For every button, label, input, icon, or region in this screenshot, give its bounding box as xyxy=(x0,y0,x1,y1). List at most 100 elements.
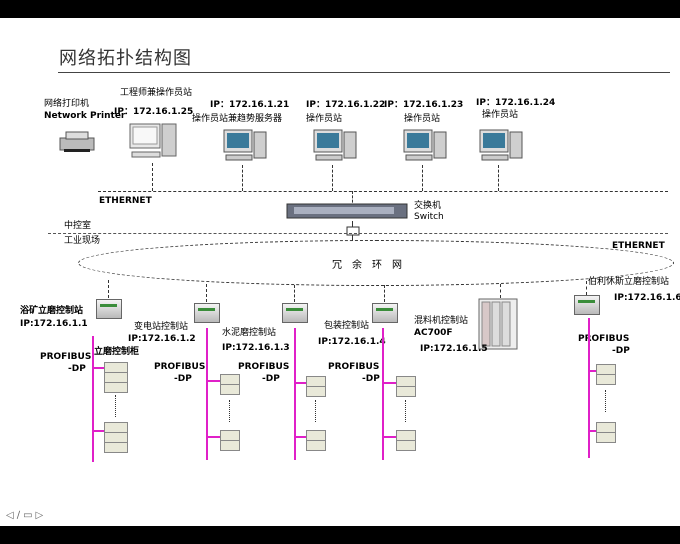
station-4-ip: IP：172.16.1.23 xyxy=(384,100,464,110)
io-module-icon xyxy=(220,440,240,451)
io-module-icon xyxy=(596,374,616,385)
controller-3-ip: IP:172.16.1.3 xyxy=(222,343,290,353)
controller-5-ip: IP:172.16.1.5 xyxy=(420,344,488,354)
profibus-trunk xyxy=(294,328,296,460)
controller-1-ip: IP:172.16.1.1 xyxy=(20,319,88,329)
zone-field: 工业现场 xyxy=(64,236,101,246)
printer-label-en: Network Printer xyxy=(44,111,126,121)
controller-4-name: 包装控制站 xyxy=(324,321,370,331)
controller-icon xyxy=(574,295,600,315)
pc-icon xyxy=(223,129,267,161)
station-5-ip: IP：172.16.1.24 xyxy=(476,98,556,108)
link-line xyxy=(332,165,333,191)
controller-1-name: 浴矿立磨控制站 xyxy=(20,306,84,316)
controller-2-ip: IP:172.16.1.2 xyxy=(128,334,196,344)
profibus-trunk xyxy=(206,328,208,460)
profibus-branch xyxy=(92,430,104,432)
profibus-4-line1: PROFIBUS xyxy=(328,362,380,372)
station-3-name: 操作员站 xyxy=(306,114,343,124)
io-module-icon xyxy=(596,432,616,443)
profibus-trunk xyxy=(588,318,590,458)
profibus-1-line1: PROFIBUS xyxy=(40,352,92,362)
profibus-branch xyxy=(382,382,396,384)
station-1-name: 工程师兼操作员站 xyxy=(120,88,193,98)
pen-icon[interactable]: ∕ xyxy=(16,510,24,521)
station-2-ip: IP：172.16.1.21 xyxy=(210,100,290,110)
station-1-ip: IP：172.16.1.25 xyxy=(114,107,194,117)
switch-icon xyxy=(286,203,408,219)
link-line xyxy=(498,165,499,191)
controller-icon xyxy=(282,303,308,323)
profibus-2-line2: -DP xyxy=(174,374,192,384)
menu-icon[interactable]: ▭ xyxy=(23,510,36,521)
switch-label-en: Switch xyxy=(414,212,444,222)
ellipsis-dots xyxy=(605,390,606,412)
io-module-icon xyxy=(104,382,128,393)
controller-1-sub: 立磨控制柜 xyxy=(94,347,140,357)
link-line xyxy=(242,165,243,191)
ellipsis-dots xyxy=(229,400,230,422)
ellipsis-dots xyxy=(115,395,116,417)
controller-5-name: 混料机控制站 xyxy=(414,316,469,326)
io-module-icon xyxy=(220,384,240,395)
profibus-3-line2: -DP xyxy=(262,374,280,384)
profibus-trunk xyxy=(92,336,94,462)
profibus-branch xyxy=(588,430,596,432)
controller-icon xyxy=(96,299,122,319)
profibus-5-line1: PROFIBUS xyxy=(578,334,630,344)
profibus-1-line2: -DP xyxy=(68,364,86,374)
slide-nav-toolbar[interactable]: ◁∕▭▷ xyxy=(6,510,46,521)
link-line xyxy=(384,285,385,302)
switch-uplink-icon xyxy=(346,226,360,236)
ethernet-ring-label: ETHERNET xyxy=(612,241,665,251)
switch-label-cn: 交换机 xyxy=(414,201,442,211)
io-module-icon xyxy=(306,440,326,451)
link-line xyxy=(352,191,353,207)
pc-icon xyxy=(129,123,177,158)
profibus-5-line2: -DP xyxy=(612,346,630,356)
link-line xyxy=(500,284,501,298)
station-4-name: 操作员站 xyxy=(404,114,441,124)
io-module-icon xyxy=(104,442,128,453)
profibus-branch xyxy=(206,436,220,438)
link-line xyxy=(152,163,153,191)
controller-icon xyxy=(194,303,220,323)
profibus-branch xyxy=(588,370,596,372)
page-title: 网络拓扑结构图 xyxy=(59,48,192,69)
link-line xyxy=(206,284,207,302)
station-5-name: 操作员站 xyxy=(482,110,519,120)
link-line xyxy=(294,285,295,302)
zone-divider xyxy=(48,233,668,234)
profibus-trunk xyxy=(382,328,384,460)
next-slide-icon[interactable]: ▷ xyxy=(35,510,47,521)
controller-icon xyxy=(478,298,518,350)
io-module-icon xyxy=(306,386,326,397)
controller-2-name: 变电站控制站 xyxy=(134,322,189,332)
printer-label-cn: 网络打印机 xyxy=(44,99,90,109)
ethernet-top-label: ETHERNET xyxy=(99,196,152,206)
profibus-branch xyxy=(294,382,306,384)
link-line xyxy=(108,280,109,298)
profibus-branch xyxy=(206,380,220,382)
profibus-branch xyxy=(294,436,306,438)
ring-label: 冗 余 环 网 xyxy=(332,260,402,271)
pc-icon xyxy=(403,129,447,161)
io-module-icon xyxy=(396,440,416,451)
controller-icon xyxy=(372,303,398,323)
controller-4-ip: IP:172.16.1.4 xyxy=(318,337,386,347)
io-module-icon xyxy=(396,386,416,397)
station-3-ip: IP：172.16.1.22 xyxy=(306,100,386,110)
pc-icon xyxy=(313,129,357,161)
link-line xyxy=(422,165,423,191)
profibus-2-line1: PROFIBUS xyxy=(154,362,206,372)
prev-slide-icon[interactable]: ◁ xyxy=(6,510,17,521)
profibus-branch xyxy=(92,367,104,369)
profibus-branch xyxy=(382,436,396,438)
zone-control-room: 中控室 xyxy=(64,221,92,231)
slide: 网络拓扑结构图 网络打印机 Network Printer 工程师兼操作员站 I… xyxy=(0,18,680,526)
pc-icon xyxy=(479,129,523,161)
controller-6-name: 伯利休斯立磨控制站 xyxy=(588,277,670,287)
title-rule xyxy=(58,72,670,73)
link-line xyxy=(352,221,353,227)
controller-3-name: 水泥磨控制站 xyxy=(222,328,277,338)
